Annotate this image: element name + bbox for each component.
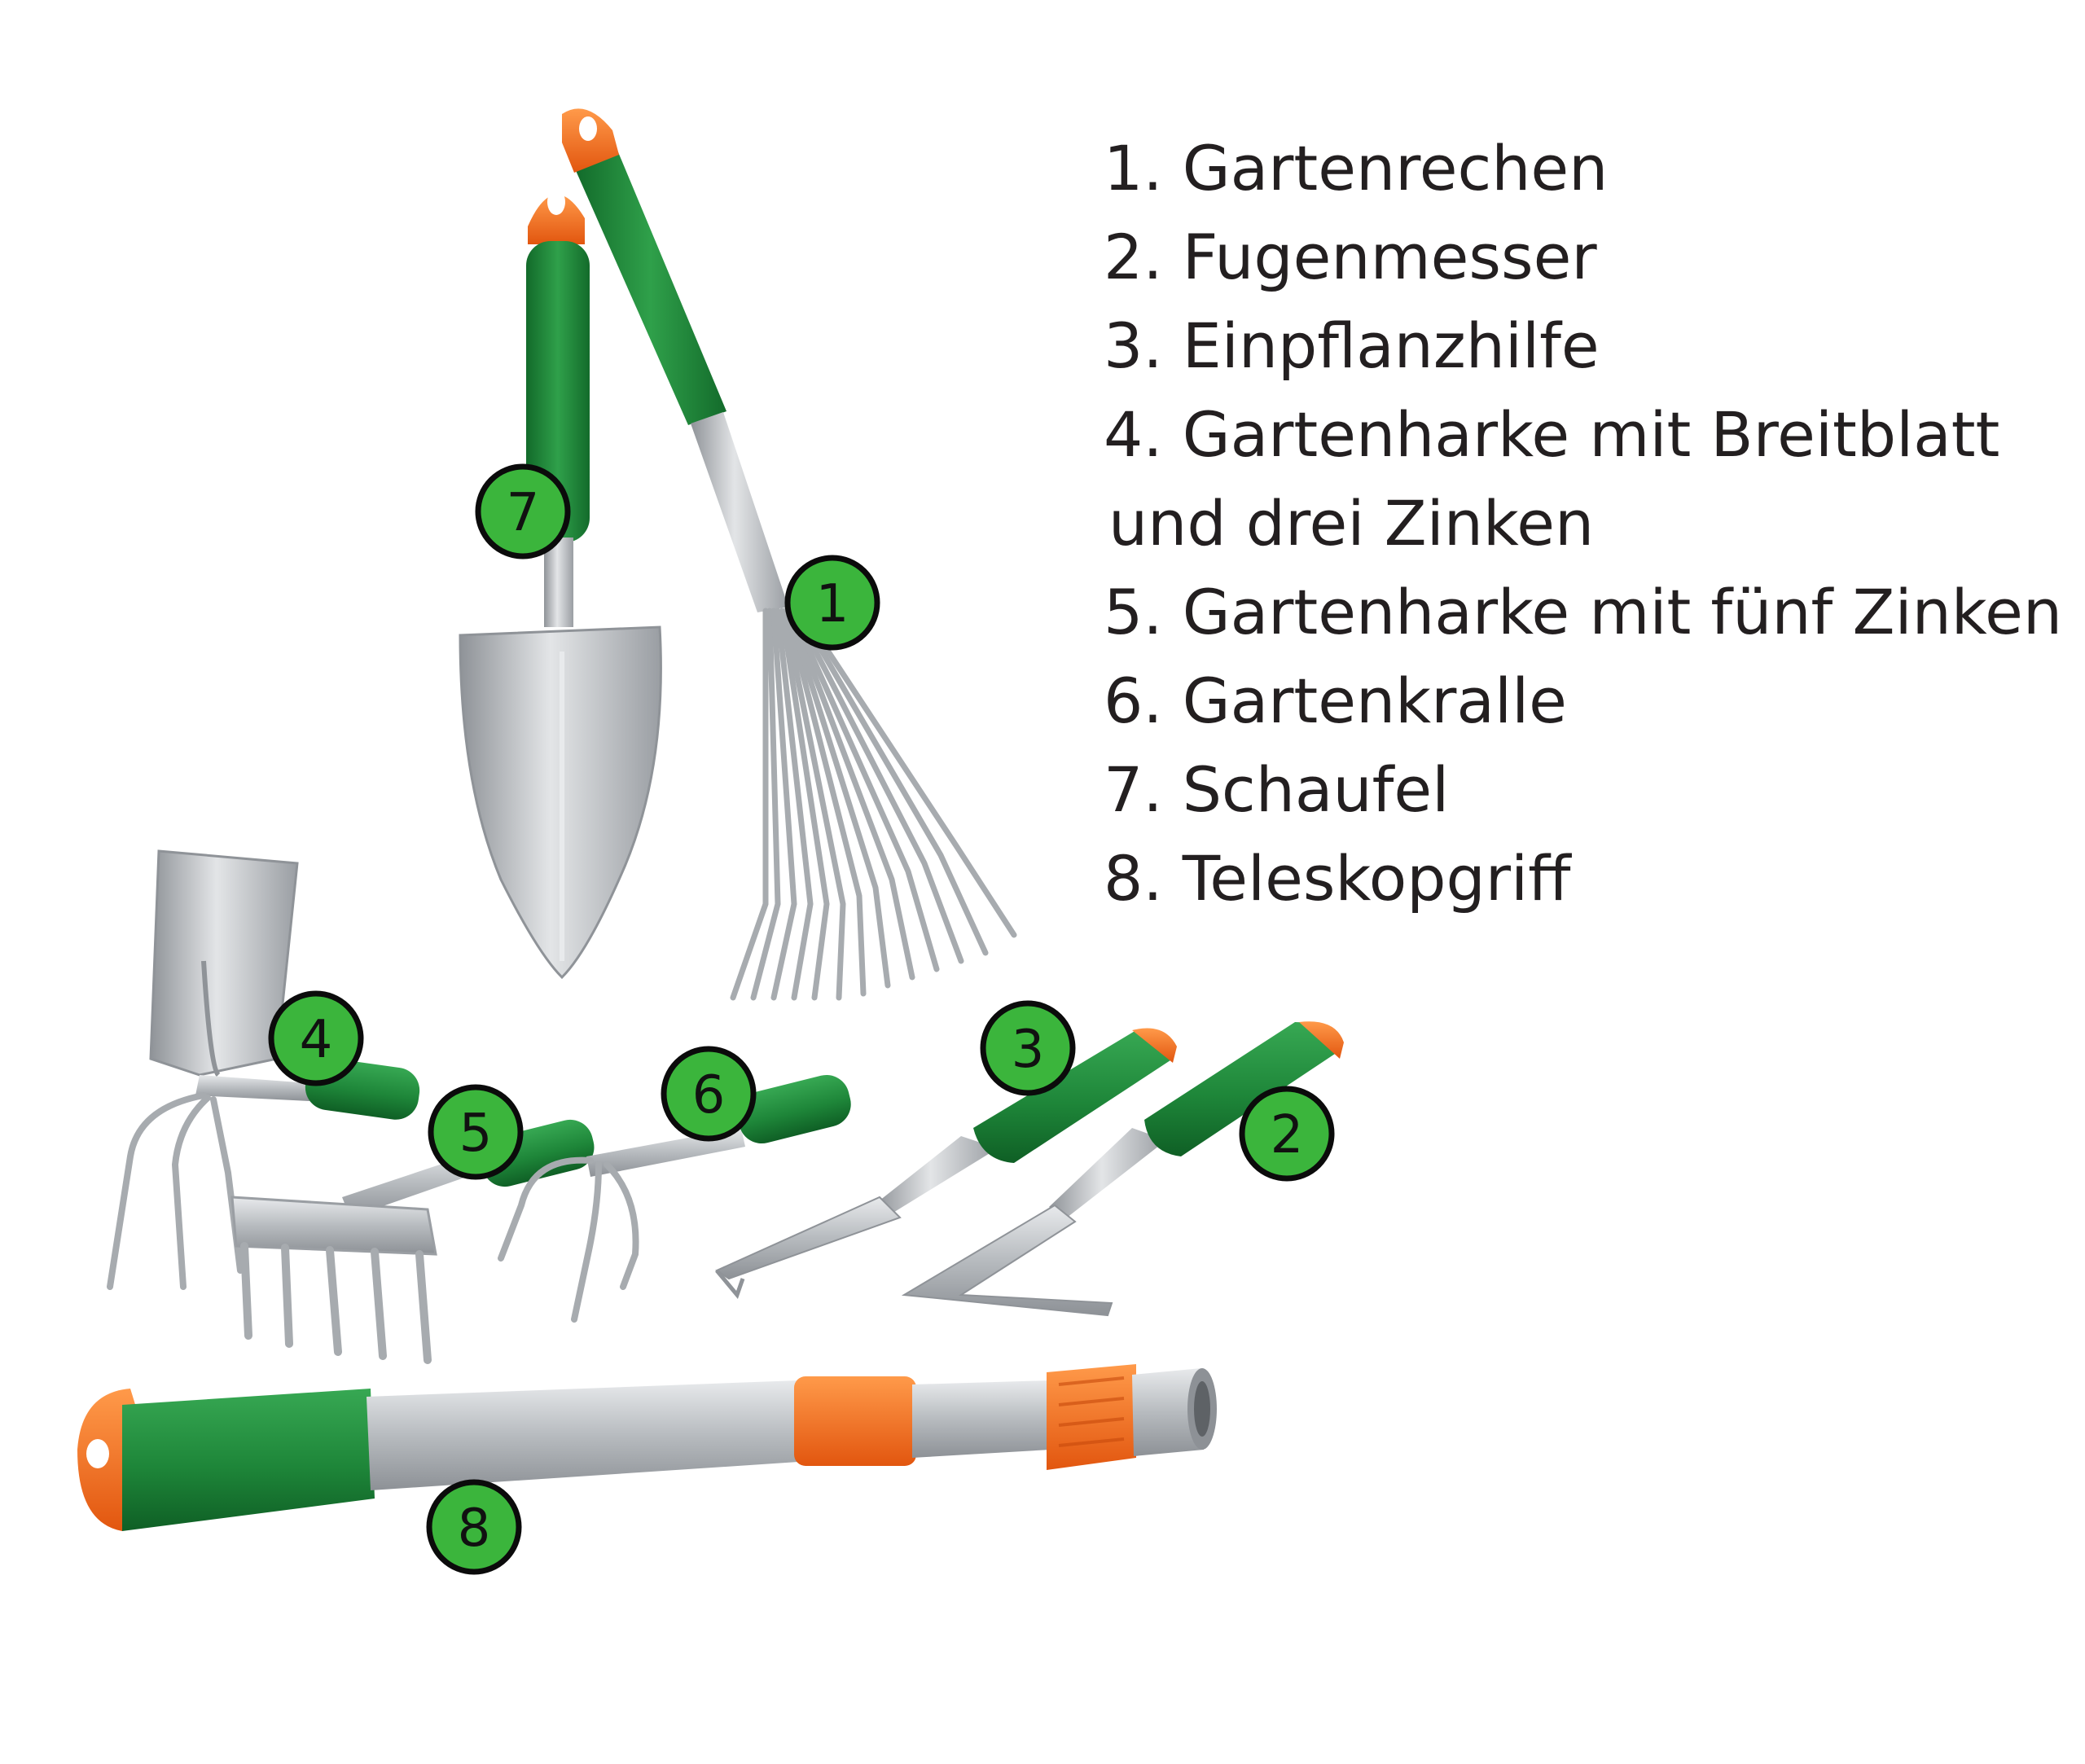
rake-tines: [730, 603, 1017, 1001]
hoe-shaft: [195, 1075, 309, 1101]
legend-item-number: 8.: [1104, 842, 1163, 915]
badge-1-label: 1: [816, 574, 849, 634]
claw-tines: [498, 1156, 639, 1323]
tool-gartenrechen: [562, 108, 1017, 1001]
rake-cap: [562, 108, 619, 173]
legend-item-8: 8. Teleskopgriff: [1104, 834, 2073, 923]
legend-item-text: und drei Zinken: [1108, 487, 1595, 559]
planter-cap: [1132, 1028, 1177, 1063]
legend-item-text: Einpflanzhilfe: [1182, 309, 1600, 382]
tele-tube-1: [367, 1380, 798, 1490]
legend-item-number: 6.: [1104, 665, 1163, 737]
legend-item-number: 5.: [1104, 576, 1163, 648]
badge-4: 4: [268, 990, 364, 1086]
claw-handle: [737, 1074, 851, 1144]
trowel-cap-hole: [547, 189, 565, 215]
badge-4-label: 4: [300, 1010, 333, 1070]
weeder-shaft: [1049, 1128, 1166, 1218]
hoe-blade: [149, 849, 299, 1077]
legend-item-5: 5. Gartenharke mit fünf Zinken: [1104, 568, 2073, 656]
badge-6-label: 6: [692, 1065, 726, 1126]
trowel-cap: [528, 194, 585, 244]
tele-collar: [794, 1376, 916, 1466]
badge-2: 2: [1239, 1086, 1335, 1182]
rake5-head: [230, 1196, 437, 1256]
legend-item-text: Schaufel: [1182, 753, 1450, 826]
badge-3: 3: [980, 1000, 1076, 1096]
badge-5: 5: [428, 1084, 524, 1180]
legend-item-7: 7. Schaufel: [1104, 745, 2073, 834]
legend-item-4: 4. Gartenharke mit Breitblatt: [1104, 390, 2073, 479]
legend-item-text: Gartenrechen: [1182, 132, 1609, 204]
legend-item-number: 3.: [1104, 309, 1163, 382]
hoe-tines: [107, 1092, 244, 1290]
tele-tube-2: [912, 1380, 1051, 1458]
rake-handle: [574, 138, 726, 425]
legend-item-text: Teleskopgriff: [1182, 842, 1571, 915]
tele-cap-hole: [86, 1439, 109, 1468]
badge-7: 7: [475, 463, 571, 559]
badge-6: 6: [661, 1046, 757, 1142]
trowel-handle: [526, 241, 590, 542]
legend-item-number: 7.: [1104, 753, 1163, 826]
legend-item-number: 1.: [1104, 132, 1163, 204]
legend-item-text: Gartenharke mit Breitblatt: [1182, 398, 2000, 471]
tool-fugenmesser: [901, 1021, 1344, 1317]
badge-7-label: 7: [507, 483, 540, 543]
legend-item-3: 3. Einpflanzhilfe: [1104, 301, 2073, 390]
planter-shaft: [876, 1136, 998, 1213]
badge-8-label: 8: [458, 1499, 491, 1559]
tele-tip: [1132, 1368, 1204, 1456]
rake-cap-hole: [579, 116, 597, 141]
legend-item-number: 4.: [1104, 398, 1163, 471]
trowel-neck: [544, 538, 573, 627]
weeder-blade: [901, 1204, 1113, 1317]
legend-item-text: Gartenkralle: [1182, 665, 1567, 737]
tool-gartenkralle: [498, 1074, 851, 1323]
badge-8: 8: [426, 1479, 522, 1575]
badge-1: 1: [784, 555, 880, 651]
tool-schaufel: [459, 189, 662, 980]
legend-item-1: 1. Gartenrechen: [1104, 124, 2073, 213]
tool-einpflanzhilfe: [714, 1028, 1177, 1299]
legend-item-2: 2. Fugenmesser: [1104, 213, 2073, 301]
tele-handle: [122, 1389, 375, 1531]
planter-blade: [714, 1196, 902, 1280]
legend-item-text: Fugenmesser: [1182, 221, 1597, 293]
legend-item-number: 2.: [1104, 221, 1163, 293]
weeder-handle: [1144, 1022, 1340, 1156]
tool-gartenharke-fuenf-zinken: [230, 1119, 595, 1364]
rake-shaft: [691, 412, 788, 612]
badge-2-label: 2: [1271, 1105, 1304, 1165]
tool-legend: 1. Gartenrechen 2. Fugenmesser 3. Einpfl…: [1104, 124, 2073, 923]
weeder-cap: [1299, 1021, 1344, 1059]
legend-item-text: Gartenharke mit fünf Zinken: [1182, 576, 2063, 648]
tool-teleskopgriff: [77, 1364, 1217, 1531]
badge-5-label: 5: [459, 1104, 493, 1164]
tool-gartenharke-breitblatt: [107, 849, 420, 1290]
planter-handle: [973, 1030, 1173, 1163]
rake5-tines: [240, 1242, 432, 1364]
legend-item-6: 6. Gartenkralle: [1104, 656, 2073, 745]
legend-item-4-continuation: und drei Zinken: [1104, 479, 2073, 568]
badge-3-label: 3: [1012, 1020, 1045, 1080]
